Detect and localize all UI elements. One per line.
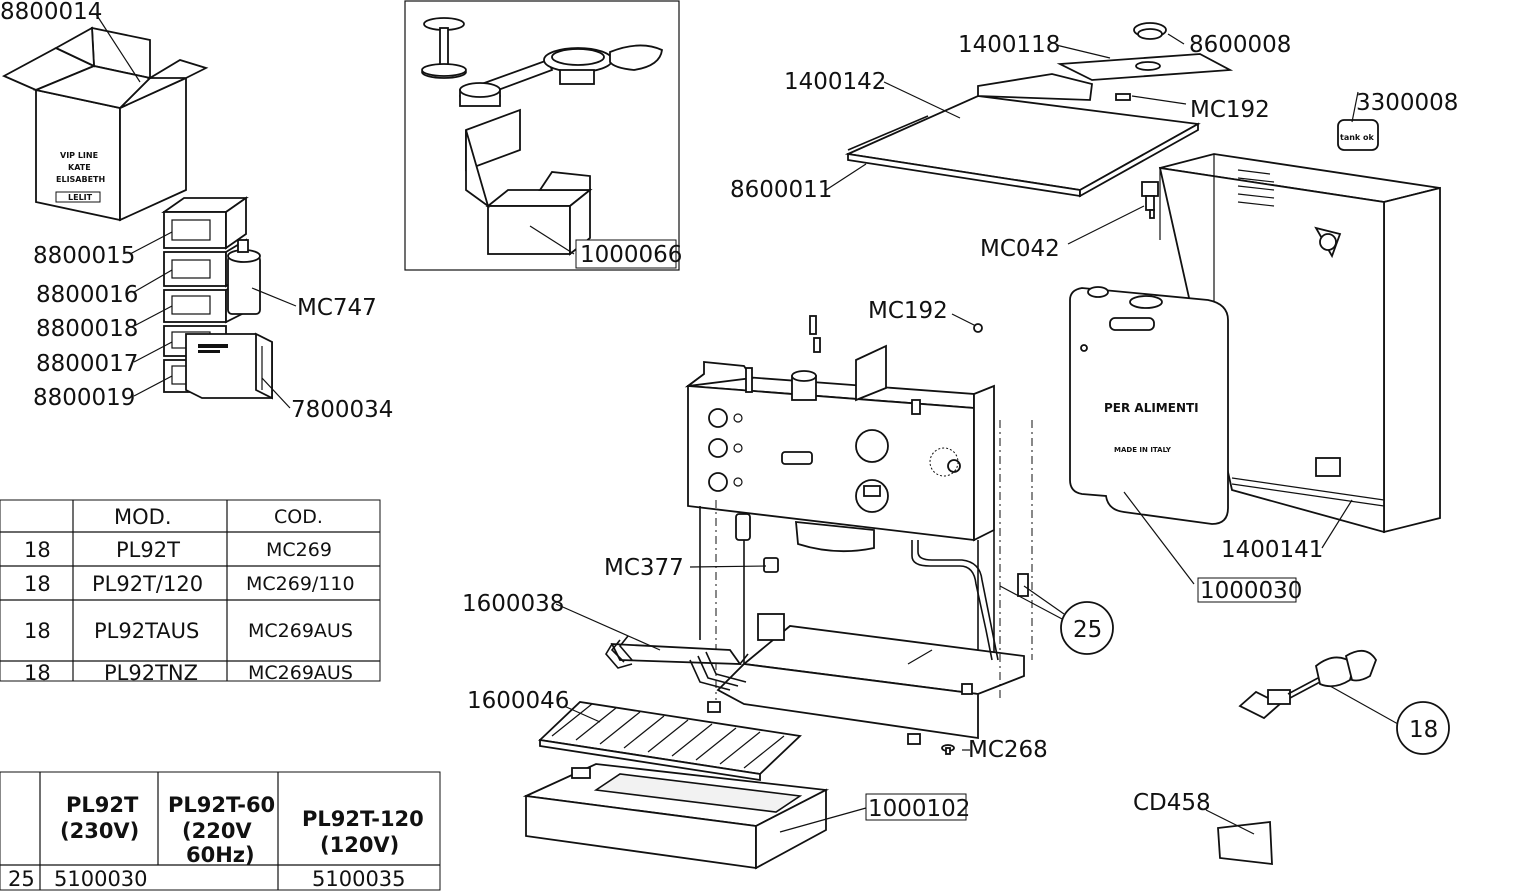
- volt-h3-a: PL92T-120: [302, 807, 424, 831]
- volt-code-120: 5100035: [312, 867, 406, 891]
- label-1400118: 1400118: [958, 32, 1060, 58]
- volt-code-230: 5100030: [54, 867, 148, 891]
- label-1400141: 1400141: [1221, 537, 1323, 563]
- label-8600011: 8600011: [730, 177, 832, 203]
- callout-25: [1060, 601, 1114, 655]
- model-row-1-no: 18: [24, 538, 51, 562]
- callout-18: [1396, 701, 1450, 755]
- volt-h2-a: PL92T-60: [168, 793, 275, 817]
- model-row-4-cod: MC269AUS: [248, 662, 353, 684]
- label-CD458: CD458: [1133, 790, 1211, 816]
- label-1600038: 1600038: [462, 591, 564, 617]
- label-8800016: 8800016: [36, 282, 138, 308]
- water-tank-drawing: PER ALIMENTI MADE IN ITALY: [1069, 286, 1229, 525]
- accessory-kit-frame: [404, 0, 680, 271]
- body-cover-drawing: [1158, 153, 1441, 534]
- volt-h1-a: PL92T: [66, 793, 139, 817]
- tank-title: PER ALIMENTI: [1104, 401, 1199, 415]
- box-1000030: [1197, 577, 1297, 603]
- model-row-4-mod: PL92TNZ: [104, 661, 198, 685]
- label-7800034: 7800034: [291, 397, 393, 423]
- model-row-2-mod: PL92T/120: [92, 572, 203, 596]
- model-row-3-no: 18: [24, 619, 51, 643]
- volt-row-no: 25: [8, 867, 35, 891]
- sticker-text: tank ok: [1340, 133, 1375, 142]
- volt-h2-c: 60Hz): [186, 843, 255, 867]
- callout-18-text: 18: [1409, 717, 1438, 743]
- drip-grid-1600046: [538, 701, 802, 782]
- label-1000030: 1000030: [1200, 578, 1302, 604]
- drip-support-1600038: [605, 635, 749, 691]
- model-table-header-cod: COD.: [274, 506, 323, 528]
- model-table-header-mod: MOD.: [114, 505, 172, 529]
- voltage-table: PL92T (230V) PL92T-60 (220V 60Hz) PL92T-…: [0, 771, 441, 891]
- volt-h1-b: (230V): [60, 819, 139, 843]
- box-brand: LELIT: [68, 193, 93, 202]
- label-8600008: 8600008: [1189, 32, 1291, 58]
- box-text-line3: ELISABETH: [56, 175, 105, 184]
- label-1600046: 1600046: [467, 688, 569, 714]
- power-cord-drawing: [1238, 650, 1377, 720]
- screw-MC268: [941, 744, 955, 755]
- model-row-2-no: 18: [24, 572, 51, 596]
- tank-ok-sticker: tank ok: [1337, 119, 1379, 151]
- volt-h3-b: (120V): [320, 833, 399, 857]
- label-8800017: 8800017: [36, 351, 138, 377]
- callout-25-text: 25: [1073, 617, 1102, 643]
- model-row-3-mod: PL92TAUS: [94, 619, 199, 643]
- card-CD458: [1217, 820, 1273, 866]
- cup-tray-drawing: [844, 22, 1234, 198]
- model-table: MOD. COD. 18 PL92T MC269 18 PL92T/120 MC…: [0, 499, 381, 685]
- label-8800019: 8800019: [33, 385, 135, 411]
- label-8800018: 8800018: [36, 316, 138, 342]
- label-MC192-mid: MC192: [868, 298, 948, 324]
- box-1000102: [865, 793, 967, 821]
- valve-MC042-drawing: [1141, 181, 1159, 219]
- label-MC192-top: MC192: [1190, 97, 1270, 123]
- main-chassis-drawing: [684, 315, 1029, 745]
- label-8800015: 8800015: [33, 243, 135, 269]
- label-3300008: 3300008: [1356, 90, 1458, 116]
- foam-blocks-drawing: [161, 196, 273, 400]
- model-row-1-cod: MC269: [266, 539, 332, 561]
- label-MC042: MC042: [980, 236, 1060, 262]
- volt-h2-b: (220V: [182, 819, 252, 843]
- box-text-line2: KATE: [68, 163, 91, 172]
- drip-tray-1000102: [522, 763, 830, 870]
- model-row-1-mod: PL92T: [116, 538, 180, 562]
- model-row-2-cod: MC269/110: [246, 573, 355, 595]
- label-MC377: MC377: [604, 555, 684, 581]
- accessory-kit-drawing: [421, 17, 663, 256]
- label-MC747: MC747: [297, 295, 377, 321]
- box-1000066: [575, 239, 677, 269]
- label-1000066: 1000066: [580, 242, 682, 268]
- label-8800014: 8800014: [0, 0, 102, 25]
- shipping-box-drawing: VIP LINE KATE ELISABETH LELIT: [1, 26, 209, 222]
- label-MC268: MC268: [968, 737, 1048, 763]
- label-1000102: 1000102: [868, 796, 970, 822]
- tank-sub: MADE IN ITALY: [1114, 446, 1172, 454]
- label-1400142: 1400142: [784, 69, 886, 95]
- model-row-3-cod: MC269AUS: [248, 620, 353, 642]
- model-row-4-no: 18: [24, 661, 51, 685]
- box-text-line1: VIP LINE: [60, 151, 98, 160]
